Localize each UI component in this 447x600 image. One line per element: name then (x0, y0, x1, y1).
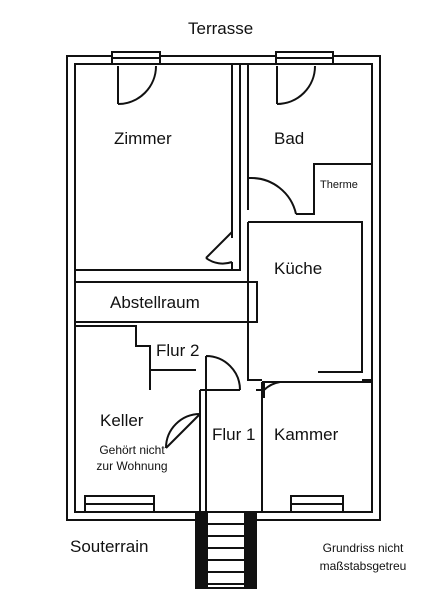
door-zimmer (117, 65, 157, 105)
wall-zimmer (75, 64, 241, 271)
wall-kueche (247, 221, 372, 381)
room-label-flur2: Flur 2 (156, 341, 200, 360)
room-label-kueche: Küche (274, 259, 323, 278)
room-label-bad: Bad (274, 129, 305, 148)
wall-kammer (261, 381, 372, 512)
terrasse-label: Terrasse (188, 19, 254, 38)
door-bad (249, 176, 297, 215)
door-keller (165, 413, 201, 449)
wall-flur1 (200, 389, 263, 512)
room-label-therme: Therme (320, 179, 358, 191)
room-label-zimmer: Zimmer (114, 129, 172, 148)
scale-note-line1: Grundriss nicht (322, 541, 404, 555)
door-bad-top (276, 65, 316, 105)
scale-note-line2: maßstabsgetreu (319, 559, 407, 573)
door-flur2 (205, 355, 241, 391)
souterrain-label: Souterrain (70, 537, 149, 556)
stairs-right-rail (245, 512, 256, 588)
room-label-flur1: Flur 1 (212, 425, 256, 444)
room-label-kammer: Kammer (274, 425, 339, 444)
keller-note-line2: zur Wohnung (96, 459, 168, 473)
wall-abstellraum (74, 281, 258, 323)
room-label-keller: Keller (100, 411, 144, 430)
room-label-abstellraum: Abstellraum (110, 293, 200, 312)
keller-note-line1: Gehört nicht (99, 443, 165, 457)
stair-steps (207, 523, 245, 585)
stairs-left-rail (196, 512, 207, 588)
wall-keller (74, 325, 201, 512)
door-zimmer-hall (205, 231, 233, 265)
